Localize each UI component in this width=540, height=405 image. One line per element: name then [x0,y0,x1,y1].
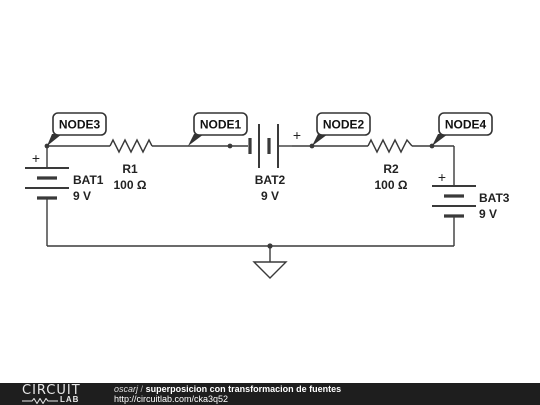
resistor-r2[interactable]: R2 100 Ω [367,138,413,192]
bat2-plus-sign: + [293,127,301,143]
circuit-url[interactable]: http://circuitlab.com/cka3q52 [114,394,229,404]
node-label-box [438,112,493,136]
resistor-zigzag-icon [109,138,153,154]
node-pointer-icon [312,134,328,146]
footer-bar: CIRCUIT LAB oscarj / superposicion con t… [0,383,540,405]
breadcrumb-separator: / [140,384,144,394]
bat2-value: 9 V [261,189,279,203]
bat3-value: 9 V [479,207,497,221]
logo-wordmark-top: CIRCUIT [22,383,81,398]
node-label-node1[interactable]: NODE1 [188,112,248,146]
bat2-name: BAT2 [255,173,286,187]
bat1-value: 9 V [73,189,91,203]
node2-text: NODE2 [323,118,365,132]
bat3-plus-sign: + [438,169,446,185]
node-label-node4[interactable]: NODE4 [432,112,493,146]
node3-text: NODE3 [59,118,101,132]
node1-text: NODE1 [200,118,242,132]
bat1-name: BAT1 [73,173,104,187]
logo-wordmark-bottom: LAB [60,395,80,404]
node-label-node2[interactable]: NODE2 [312,112,371,146]
circuit-title[interactable]: superposicion con transformacion de fuen… [145,384,342,394]
r1-value: 100 Ω [114,178,147,192]
node-label-box [316,112,371,136]
node-label-box [52,112,107,136]
wires [46,145,455,262]
bat1-plus-sign: + [32,150,40,166]
node-label-box [193,112,248,136]
battery-bat2[interactable]: + BAT2 9 V [230,124,301,203]
node-pointer-icon [432,134,448,146]
author-link[interactable]: oscarj [114,384,139,394]
r1-name: R1 [122,162,138,176]
resistor-r1[interactable]: R1 100 Ω [109,138,153,192]
circuitlab-logo[interactable]: CIRCUIT LAB [22,384,94,404]
r2-value: 100 Ω [375,178,408,192]
logo-resistor-icon [22,398,58,404]
resistor-zigzag-icon [367,138,413,154]
ground-icon[interactable] [252,261,288,279]
battery-bat3[interactable]: + BAT3 9 V [432,169,510,226]
battery-bat1[interactable]: + BAT1 9 V [25,150,104,206]
junction-dot-ground [267,243,273,249]
circuit-meta: oscarj / superposicion con transformacio… [114,384,341,404]
node-pointer-icon [47,134,62,146]
r2-name: R2 [383,162,399,176]
node4-text: NODE4 [445,118,487,132]
bat3-name: BAT3 [479,191,510,205]
node-pointer-icon [188,134,204,146]
node-label-node3[interactable]: NODE3 [47,112,107,146]
